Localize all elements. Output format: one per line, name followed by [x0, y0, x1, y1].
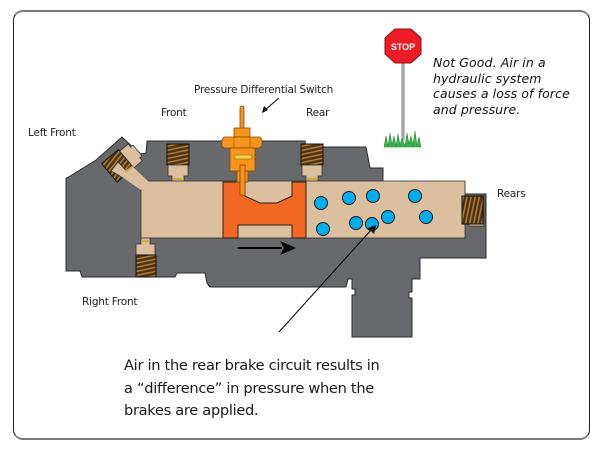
diagram-frame	[13, 10, 590, 440]
air-bubble	[349, 216, 363, 230]
label-front: Front	[161, 107, 187, 119]
label-right-front: Right Front	[82, 296, 138, 308]
switch-callout-arrow	[262, 97, 280, 113]
rear-fitting-coil	[300, 143, 324, 166]
air-bubble	[381, 210, 395, 224]
diagram-caption: Air in the rear brake circuit results in…	[124, 357, 380, 419]
stop-note: Not Good. Air in a hydraulic system caus…	[433, 55, 570, 117]
air-bubble	[316, 222, 330, 236]
direction-arrow	[238, 241, 296, 255]
air-bubble	[408, 189, 422, 203]
air-bubble	[366, 189, 380, 203]
label-rears: Rears	[497, 188, 526, 200]
grass-icon	[383, 130, 422, 148]
right-front-fitting-coil	[135, 254, 157, 278]
pressure-differential-switch	[221, 105, 263, 196]
label-rear: Rear	[306, 107, 330, 119]
air-bubbles	[314, 189, 433, 236]
front-fitting-coil	[166, 143, 190, 166]
shuttle-piston	[222, 181, 307, 239]
label-left-front: Left Front	[28, 127, 76, 139]
air-bubble	[419, 210, 433, 224]
stop-sign-text: STOP	[391, 42, 415, 52]
air-bubble	[314, 196, 328, 210]
rears-fitting-coil	[461, 195, 484, 225]
label-pressure-differential-switch: Pressure Differential Switch	[194, 84, 334, 96]
stop-sign-icon: STOP	[383, 28, 422, 148]
caption-pointer-arrow	[278, 225, 376, 333]
air-bubble	[342, 191, 356, 205]
